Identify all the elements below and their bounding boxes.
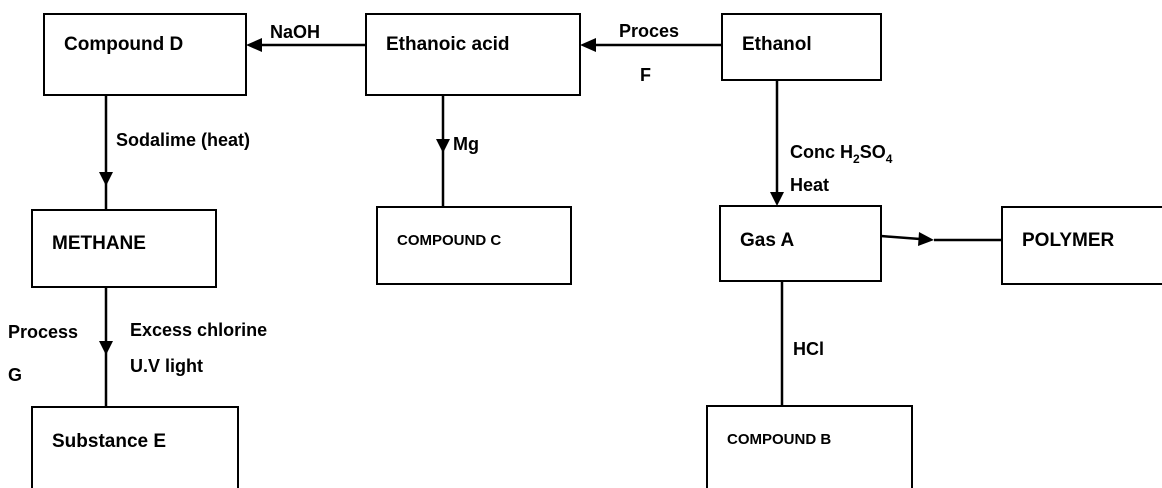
box-label-gas-a: Gas A [740, 230, 794, 251]
label-process: Process [8, 322, 78, 342]
label-conc-h: Conc H [790, 142, 853, 162]
box-ethanol: Ethanol [721, 13, 882, 81]
box-label-methane: METHANE [52, 233, 146, 254]
arrow-ethanol-to-ethanoic-acid [580, 38, 722, 52]
box-methane: METHANE [31, 209, 217, 288]
box-substance-e: Substance E [31, 406, 239, 488]
label-mg: Mg [453, 134, 479, 154]
box-gas-a: Gas A [719, 205, 882, 282]
label-sodalime-heat: Sodalime (heat) [116, 130, 250, 150]
box-label-polymer: POLYMER [1022, 230, 1114, 251]
label-uv-light: U.V light [130, 356, 203, 376]
box-label-ethanol: Ethanol [742, 34, 812, 55]
arrow-methane-to-substance-e [99, 287, 113, 407]
arrow-compound-d-to-methane [99, 95, 113, 210]
arrow-ethanoic-acid-to-compound-c [436, 95, 450, 207]
label-conc-h2so4: Conc H2SO4 [790, 142, 893, 166]
arrow-gas-a-to-polymer [880, 232, 1002, 246]
label-so4-subscript: 4 [886, 152, 893, 166]
label-hcl: HCl [793, 339, 824, 359]
box-compound-c: COMPOUND C [376, 206, 572, 285]
label-so: SO [860, 142, 886, 162]
arrow-ethanol-to-gas-a [770, 80, 784, 206]
arrow-ethanoic-acid-to-compound-d [246, 38, 366, 52]
box-label-compound-b: COMPOUND B [727, 431, 831, 448]
label-heat: Heat [790, 175, 829, 195]
box-polymer: POLYMER [1001, 206, 1162, 285]
box-label-compound-d: Compound D [64, 34, 183, 55]
label-g: G [8, 365, 22, 385]
box-label-substance-e: Substance E [52, 431, 166, 452]
label-proces: Proces [619, 21, 679, 41]
label-f: F [640, 65, 651, 85]
box-compound-b: COMPOUND B [706, 405, 913, 488]
box-label-compound-c: COMPOUND C [397, 232, 501, 249]
label-h2-subscript: 2 [853, 152, 860, 166]
label-naoh: NaOH [270, 22, 320, 42]
label-excess-chlorine: Excess chlorine [130, 320, 267, 340]
box-label-ethanoic-acid: Ethanoic acid [386, 34, 510, 55]
box-compound-d: Compound D [43, 13, 247, 96]
box-ethanoic-acid: Ethanoic acid [365, 13, 581, 96]
